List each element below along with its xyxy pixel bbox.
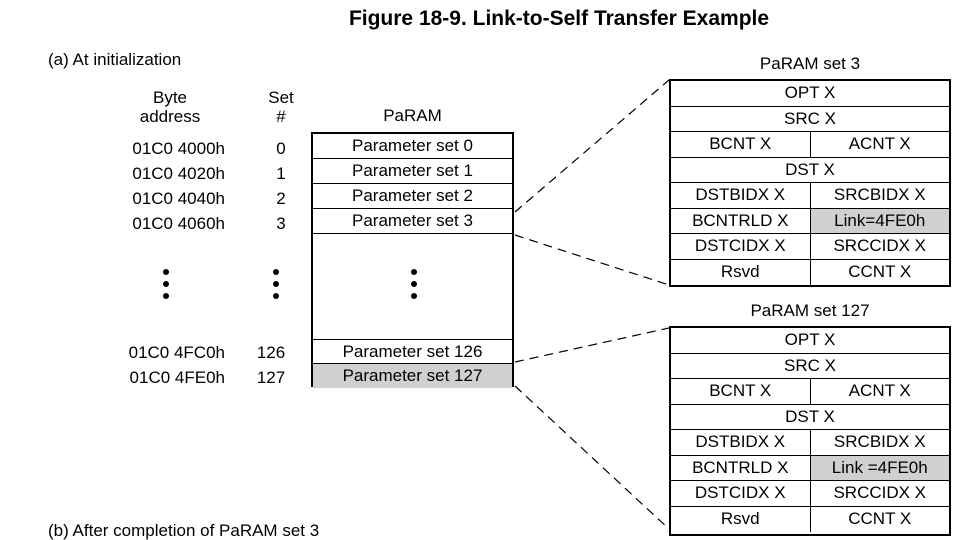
set-number-2: 2: [276, 189, 286, 208]
set127-row-bidx: DSTBIDX X SRCBIDX X: [671, 430, 949, 456]
set127-dstbidx: DSTBIDX X: [695, 432, 786, 451]
set-number-126: 126: [256, 343, 286, 362]
set-number-header-line2: #: [276, 107, 286, 126]
set127-bcntrld: BCNTRLD X: [692, 457, 789, 477]
connector-set127-bottom: [514, 385, 670, 529]
set127-row-cnt: BCNT X ACNT X: [671, 379, 949, 405]
set-number-1: 1: [276, 164, 286, 183]
set127-dst: DST X: [785, 406, 835, 426]
set3-row-bidx: DSTBIDX X SRCBIDX X: [671, 183, 949, 209]
detail-set127-title: PaRAM set 127: [750, 301, 870, 320]
connector-set127-top: [514, 327, 670, 363]
set127-ccnt: CCNT X: [809, 506, 950, 532]
set-number-header: Set #: [251, 88, 311, 126]
set3-dstbidx: DSTBIDX X: [695, 185, 786, 204]
set3-row-link: BCNTRLD X Link=4FE0h: [671, 208, 949, 234]
param-table: Parameter set 0 Parameter set 1 Paramete…: [311, 132, 514, 388]
address-row-2: 01C0 4040h: [132, 189, 225, 208]
set3-link: Link=4FE0h: [809, 208, 949, 233]
set127-opt: OPT X: [784, 330, 836, 349]
set127-link: Link =4FE0h: [809, 455, 949, 480]
set3-bcnt: BCNT X: [709, 134, 772, 153]
detail-set127-table: OPT X SRC X BCNT X ACNT X DST X DSTBIDX X…: [669, 326, 951, 536]
set127-dstcidx: DSTCIDX X: [694, 483, 786, 502]
address-row-127: 01C0 4FE0h: [129, 368, 225, 387]
set3-src: SRC X: [784, 108, 836, 128]
byte-address-header: Byte address: [130, 88, 210, 126]
set127-row-ccnt: Rsvd CCNT X: [671, 506, 950, 532]
section-a-label: (a) At initialization: [48, 50, 182, 69]
set-number-3: 3: [276, 214, 286, 233]
set3-row-src: SRC X: [671, 107, 949, 132]
set127-src: SRC X: [784, 355, 836, 375]
set3-opt: OPT X: [784, 83, 836, 102]
set3-ccnt: CCNT X: [809, 259, 950, 285]
byte-address-header-line1: Byte: [152, 88, 188, 107]
set127-row-src: SRC X: [671, 354, 949, 379]
address-row-126: 01C0 4FC0h: [128, 343, 225, 362]
param-row-3: Parameter set 3: [313, 209, 512, 234]
param-row-126: Parameter set 126: [313, 339, 512, 364]
set127-srccidx: SRCCIDX X: [809, 481, 950, 506]
set3-dst: DST X: [785, 159, 835, 179]
set3-row-opt: OPT X: [671, 81, 949, 107]
figure-title: Figure 18-9. Link-to-Self Transfer Examp…: [348, 7, 770, 30]
set3-acnt: ACNT X: [809, 132, 950, 157]
address-row-3: 01C0 4060h: [132, 214, 225, 233]
connector-set3-bottom: [514, 234, 670, 286]
set3-srccidx: SRCCIDX X: [809, 234, 950, 259]
set3-dstcidx: DSTCIDX X: [694, 236, 786, 255]
set3-rsvd: Rsvd: [720, 261, 760, 281]
param-header: PaRAM: [383, 106, 442, 125]
set-number-0: 0: [276, 139, 286, 158]
set127-row-opt: OPT X: [671, 328, 949, 354]
detail-set3-table: OPT X SRC X BCNT X ACNT X DST X DSTBIDX X…: [669, 79, 951, 287]
address-row-1: 01C0 4020h: [132, 164, 225, 183]
byte-address-header-line2: address: [139, 107, 201, 126]
set127-rsvd: Rsvd: [720, 508, 760, 528]
set127-srcbidx: SRCBIDX X: [809, 430, 950, 455]
ellipsis-address: [156, 268, 176, 304]
connector-lines: [514, 79, 670, 529]
param-row-2: Parameter set 2: [313, 184, 512, 209]
set127-row-cidx: DSTCIDX X SRCCIDX X: [671, 481, 949, 507]
set3-srcbidx: SRCBIDX X: [809, 183, 950, 208]
set3-row-dst: DST X: [671, 158, 949, 183]
param-row-127: Parameter set 127: [313, 364, 512, 388]
set3-row-ccnt: Rsvd CCNT X: [671, 259, 950, 285]
set-number-127: 127: [256, 368, 286, 387]
set3-bcntrld: BCNTRLD X: [692, 210, 789, 230]
set-number-header-line1: Set: [268, 88, 294, 107]
ellipsis-set: [266, 268, 286, 304]
set127-row-dst: DST X: [671, 405, 949, 430]
set127-row-link: BCNTRLD X Link =4FE0h: [671, 455, 949, 481]
connector-set3-top: [514, 79, 670, 213]
set3-row-cnt: BCNT X ACNT X: [671, 132, 949, 158]
set3-row-cidx: DSTCIDX X SRCCIDX X: [671, 234, 949, 260]
set127-bcnt: BCNT X: [709, 381, 772, 400]
param-row-0: Parameter set 0: [313, 134, 512, 159]
address-row-0: 01C0 4000h: [132, 139, 225, 158]
detail-set3-title: PaRAM set 3: [759, 54, 861, 73]
set127-acnt: ACNT X: [809, 379, 950, 404]
param-row-1: Parameter set 1: [313, 159, 512, 184]
ellipsis-param: [404, 268, 424, 304]
